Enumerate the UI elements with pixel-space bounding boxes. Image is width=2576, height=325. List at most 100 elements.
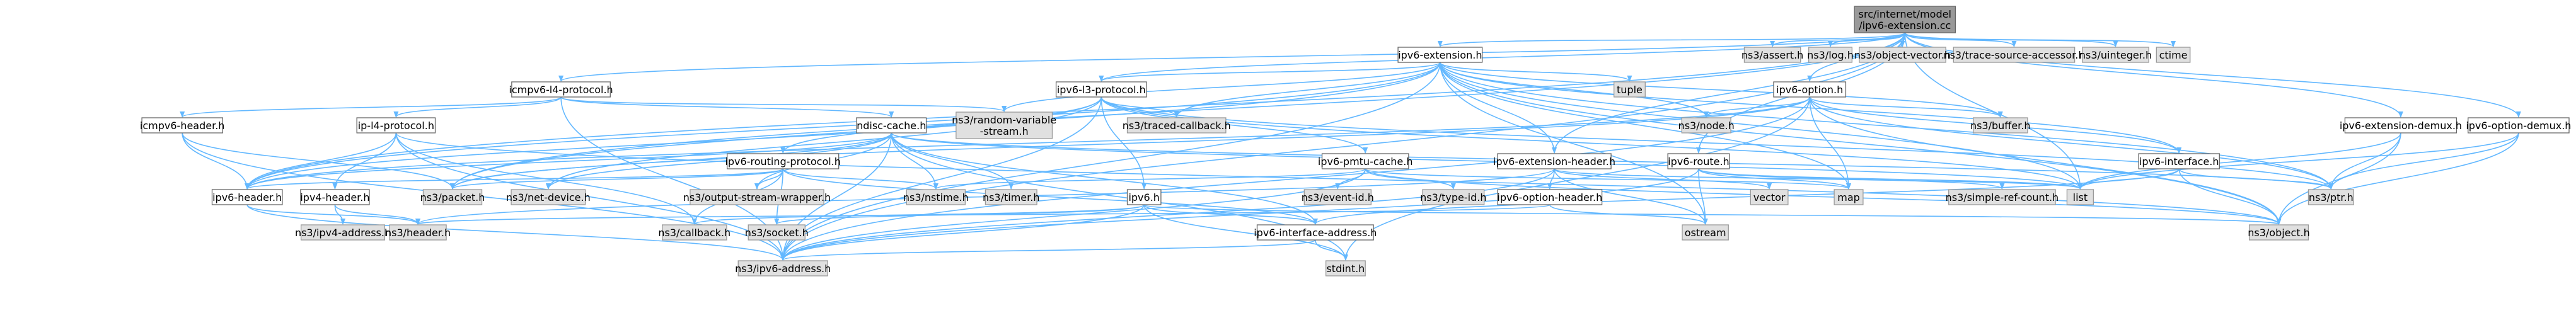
edge-ipv6-option-demux-h-to-ptr bbox=[2328, 132, 2519, 190]
node-label: ns3/nstime.h bbox=[903, 191, 969, 203]
node-box bbox=[422, 189, 483, 205]
edge-root-to-packet bbox=[450, 32, 1906, 190]
edge-ipv6-extension-demux-h-to-object bbox=[2276, 132, 2401, 225]
node-log: ns3/log.h bbox=[1807, 47, 1854, 63]
edge-ipv6-extension-header-h-to-ipv6-address bbox=[780, 168, 1555, 261]
node-label: src/internet/model bbox=[1859, 8, 1951, 20]
edge-ipv6-option-demux-h-to-object bbox=[2276, 132, 2519, 225]
node-node: ns3/node.h bbox=[1678, 117, 1735, 134]
node-label: ns3/ipv6-address.h bbox=[735, 263, 831, 275]
node-box bbox=[662, 224, 727, 241]
node-box bbox=[1126, 189, 1162, 205]
node-icmpv6-header-h[interactable]: icmpv6-header.h bbox=[140, 117, 225, 134]
node-ipv6-routing-protocol-h[interactable]: ipv6-routing-protocol.h bbox=[725, 153, 841, 169]
node-ipv6-interface-h[interactable]: ipv6-interface.h bbox=[2138, 153, 2220, 169]
node-box bbox=[1497, 189, 1603, 205]
edge-ipv6-h-to-ipv6-address bbox=[780, 204, 1145, 261]
node-label: ns3/buffer.h bbox=[1970, 120, 2031, 132]
node-type-id: ns3/type-id.h bbox=[1420, 189, 1487, 205]
node-ipv6-option-demux-h[interactable]: ipv6-option-demux.h bbox=[2466, 117, 2571, 134]
node-box bbox=[211, 189, 283, 205]
node-ip-l4-protocol-h[interactable]: ip-l4-protocol.h bbox=[356, 117, 436, 134]
edge-ipv6-l3-protocol-h-to-ipv6-header-h bbox=[245, 96, 1102, 190]
node-box bbox=[1681, 117, 1731, 134]
edge-ipv6-pmtu-cache-h-to-map bbox=[1365, 168, 1851, 190]
node-ipv6-option-header-h[interactable]: ipv6-option-header.h bbox=[1497, 189, 1603, 205]
node-uinteger: ns3/uinteger.h bbox=[2079, 47, 2152, 63]
node-box bbox=[985, 189, 1037, 205]
edge-ipv6-route-h-to-map bbox=[1698, 168, 1851, 190]
node-label: ipv6-option-demux.h bbox=[2466, 120, 2571, 132]
node-label: ipv6-l3-protocol.h bbox=[1057, 84, 1146, 96]
edge-ipv6-l3-protocol-h-to-ipv6-pmtu-cache-h bbox=[1100, 96, 1368, 154]
node-box bbox=[356, 117, 436, 134]
edge-ipv6-extension-h-to-ipv6-extension-header-h bbox=[1440, 62, 1557, 154]
node-header: ns3/header.h bbox=[385, 224, 451, 241]
edge-ipv6-extension-h-to-random-variable-stream bbox=[1002, 62, 1441, 112]
node-label: tuple bbox=[1617, 84, 1643, 96]
node-ipv6-pmtu-cache-h[interactable]: ipv6-pmtu-cache.h bbox=[1318, 153, 1413, 169]
edge-ipv6-route-h-to-ostream bbox=[1698, 168, 1708, 225]
node-ipv6-header-h[interactable]: ipv6-header.h bbox=[211, 189, 283, 205]
edge-ipv6-interface-h-to-ipv6-interface-address-h bbox=[1313, 168, 2180, 225]
node-label: ipv6-route.h bbox=[1668, 156, 1730, 168]
edge-icmpv6-l4-protocol-h-to-ip-l4-protocol-h bbox=[393, 96, 562, 118]
edge-ndisc-cache-h-to-packet bbox=[450, 132, 892, 190]
edge-ipv6-extension-h-to-packet bbox=[450, 62, 1441, 190]
node-ipv6-route-h[interactable]: ipv6-route.h bbox=[1667, 153, 1730, 169]
node-box bbox=[1808, 47, 1853, 63]
node-ipv6-interface-address-h[interactable]: ipv6-interface-address.h bbox=[1254, 224, 1377, 241]
edge-ipv6-routing-protocol-h-to-ipv6-header-h bbox=[245, 168, 783, 190]
node-ipv6-extension-h[interactable]: ipv6-extension.h bbox=[1397, 47, 1483, 63]
node-box bbox=[690, 189, 824, 205]
node-label: /ipv6-extension.cc bbox=[1859, 20, 1951, 31]
node-label: ns3/header.h bbox=[385, 227, 451, 239]
node-buffer: ns3/buffer.h bbox=[1970, 117, 2031, 134]
node-label: ipv6-extension-header.h bbox=[1493, 156, 1615, 168]
edge-ipv6-pmtu-cache-h-to-ipv6-address bbox=[780, 168, 1366, 261]
edge-root-to-ipv6-extension-demux-h bbox=[1904, 32, 2403, 118]
node-label: icmpv6-l4-protocol.h bbox=[509, 84, 613, 96]
node-box bbox=[2468, 117, 2570, 134]
node-box bbox=[1126, 117, 1227, 134]
node-callback: ns3/callback.h bbox=[658, 224, 731, 241]
node-box bbox=[1325, 260, 1366, 277]
node-label: ns3/event-id.h bbox=[1302, 191, 1374, 203]
edge-icmpv6-l4-protocol-h-to-ndisc-cache-h bbox=[560, 96, 894, 118]
node-label: ipv6-interface-address.h bbox=[1254, 227, 1377, 239]
edge-ipv6-option-header-h-to-ostream bbox=[1549, 204, 1708, 225]
edge-root-to-ipv6-option-h bbox=[1807, 32, 1906, 82]
node-box bbox=[1773, 81, 1847, 98]
node-box bbox=[2307, 189, 2354, 205]
edge-ipv6-option-h-to-object bbox=[1809, 96, 2282, 225]
node-ipv6-h[interactable]: ipv6.h bbox=[1126, 189, 1162, 205]
node-ipv6-l3-protocol-h[interactable]: ipv6-l3-protocol.h bbox=[1055, 81, 1147, 98]
edge-root-to-log bbox=[1828, 32, 1906, 47]
node-ipv4-header-h[interactable]: ipv4-header.h bbox=[300, 189, 370, 205]
node-box bbox=[141, 117, 223, 134]
node-ipv6-extension-header-h[interactable]: ipv6-extension-header.h bbox=[1493, 153, 1615, 169]
node-icmpv6-l4-protocol-h[interactable]: icmpv6-l4-protocol.h bbox=[509, 81, 613, 98]
edge-root-to-ipv6-l3-protocol-h bbox=[1099, 32, 1906, 82]
node-box bbox=[856, 117, 927, 134]
node-ipv6-address: ns3/ipv6-address.h bbox=[735, 260, 831, 277]
node-ndisc-cache-h[interactable]: ndisc-cache.h bbox=[856, 117, 927, 134]
node-tuple: tuple bbox=[1614, 81, 1646, 98]
node-label: ctime bbox=[2159, 49, 2188, 61]
node-ostream: ostream bbox=[1682, 224, 1729, 241]
node-box bbox=[1303, 189, 1372, 205]
node-box bbox=[1834, 189, 1864, 205]
edge-ipv6-l3-protocol-h-to-ptr bbox=[1100, 96, 2334, 190]
edge-root-to-ctime bbox=[1904, 32, 2176, 47]
edge-root-to-icmpv6-l4-protocol-h bbox=[558, 32, 1906, 82]
nodes-layer: src/internet/model/ipv6-extension.cc ipv6… bbox=[140, 6, 2571, 277]
node-ipv6-option-h[interactable]: ipv6-option.h bbox=[1773, 81, 1847, 98]
node-traced-callback: ns3/traced-callback.h bbox=[1123, 117, 1231, 134]
edge-ipv6-interface-h-to-ptr bbox=[2178, 168, 2334, 190]
root-file-node[interactable]: src/internet/model/ipv6-extension.cc bbox=[1854, 6, 1956, 33]
node-box bbox=[727, 153, 840, 169]
node-ipv6-extension-demux-h[interactable]: ipv6-extension-demux.h bbox=[2340, 117, 2462, 134]
node-box bbox=[1055, 81, 1147, 98]
edge-ipv6-extension-h-to-ipv6-header-h bbox=[245, 62, 1441, 190]
